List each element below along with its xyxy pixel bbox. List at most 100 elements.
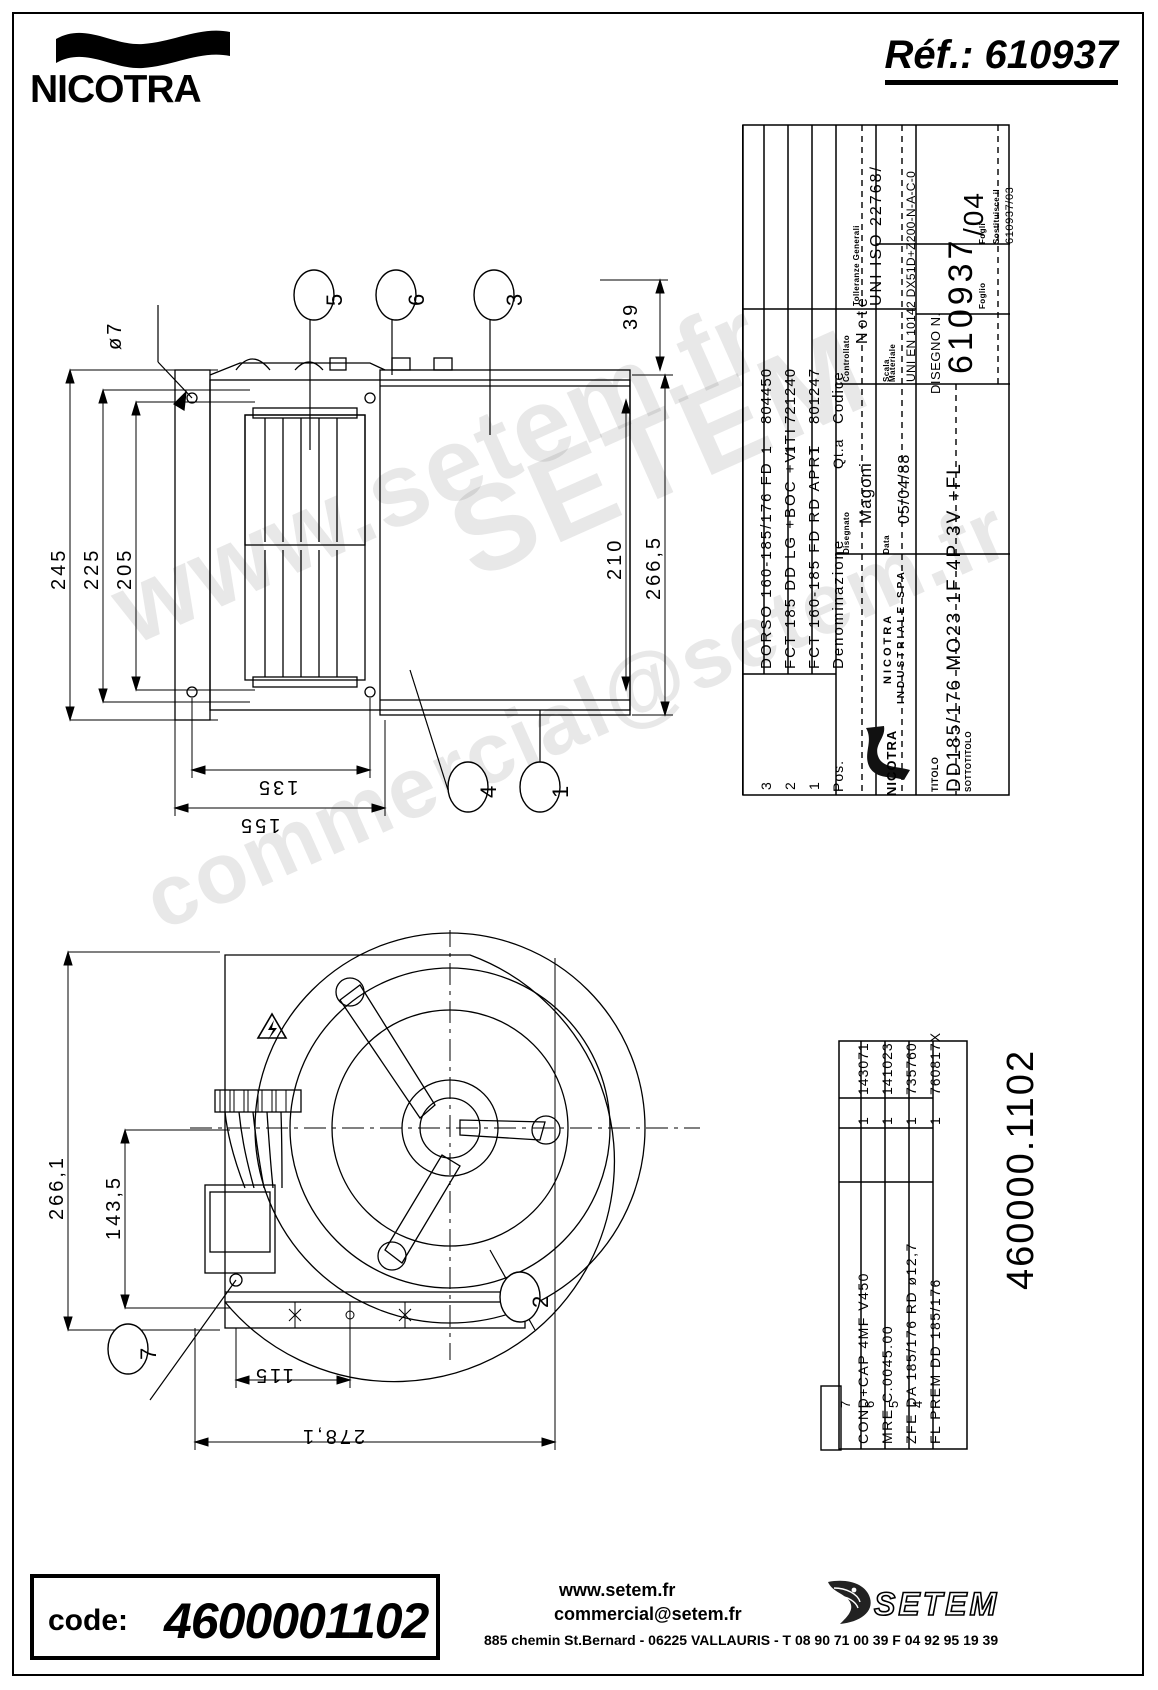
- disegnato-label: Disegnato: [842, 511, 851, 554]
- disegnato-value: Magoni: [856, 462, 875, 524]
- sottotitolo-label: SOTTOTITOLO: [964, 731, 973, 792]
- hole-diameter-note: ø7: [104, 320, 126, 350]
- balloon-3: 3: [472, 268, 527, 322]
- dimension-266-5: 266,5: [643, 534, 665, 600]
- balloon-4-label: 4: [476, 785, 501, 798]
- nicotra-wordmark: NICOTRA: [30, 68, 202, 111]
- reference-number: Réf.: 610937: [884, 33, 1118, 85]
- balloon-6: 6: [374, 268, 429, 322]
- balloon-5: 5: [292, 268, 347, 322]
- lower-row-7-codice: 143071: [855, 1042, 871, 1095]
- dimension-205: 205: [114, 547, 136, 590]
- part-row-3-qta: 1: [758, 445, 774, 454]
- lower-row-5-codice: 735760: [903, 1042, 919, 1095]
- nicotra-wave-logo-icon: [56, 28, 230, 70]
- col-header-denominazione: Denominazione: [830, 538, 847, 669]
- balloon-3-label: 3: [502, 293, 527, 306]
- balloon-7-label: 7: [136, 1347, 161, 1360]
- dimension-115: 115: [253, 1364, 294, 1386]
- code-label: code:: [48, 1604, 129, 1637]
- foglio-label: Foglio: [978, 282, 987, 309]
- balloon-2: 2: [498, 1270, 553, 1324]
- lower-row-7-denominazione: COND+CAP 4MF V450: [855, 1272, 871, 1444]
- lower-row-7-qta: 1: [855, 1117, 871, 1125]
- lower-row-4-pos: 4: [910, 1400, 925, 1408]
- part-row-1-codice: 801247: [806, 367, 823, 424]
- lower-row-7-pos: 7: [838, 1400, 853, 1408]
- dimension-266-1: 266,1: [46, 1154, 68, 1220]
- dimension-143-5: 143,5: [103, 1174, 125, 1240]
- lower-row-6-codice: 141023: [879, 1042, 895, 1095]
- lower-row-6-qta: 1: [879, 1117, 895, 1125]
- balloon-7: 7: [106, 1322, 161, 1376]
- part-row-2-qta: 1: [782, 445, 798, 454]
- part-row-2-denominazione: FCT 185 DD LG +BOC +VITI: [782, 427, 799, 669]
- sostituisce-label: Sostituisce il: [992, 189, 1001, 244]
- balloon-1-label: 1: [548, 785, 573, 798]
- dimension-245: 245: [48, 547, 70, 590]
- lower-row-6-pos: 6: [862, 1400, 877, 1408]
- balloon-1: 1: [518, 760, 573, 814]
- data-label: Data: [882, 535, 891, 554]
- code-value: 4600001102: [164, 1593, 429, 1649]
- setem-wordmark: SETEM: [873, 1585, 1000, 1623]
- col-header-pos: Pos.: [830, 759, 846, 792]
- hazard-triangle-icon: [256, 1012, 288, 1040]
- lower-row-4-denominazione: FL PREM DD 185/176: [927, 1278, 943, 1444]
- part-row-3-pos: 3: [758, 782, 774, 790]
- dimension-225: 225: [81, 547, 103, 590]
- lower-row-5-pos: 5: [886, 1400, 901, 1408]
- balloon-2-label: 2: [528, 1295, 553, 1308]
- part-row-1-pos: 1: [806, 782, 822, 790]
- lower-row-5-qta: 1: [903, 1117, 919, 1125]
- setem-bird-logo-icon: [814, 1576, 1054, 1628]
- balloon-4: 4: [446, 760, 501, 814]
- dimension-135: 135: [256, 776, 299, 798]
- sheet-border: [12, 12, 1144, 1676]
- fogli-label: Fogli: [978, 222, 987, 244]
- lower-row-5-denominazione: ZFE DA 185/176 RD ø12,7: [903, 1242, 919, 1444]
- balloon-6-label: 6: [404, 293, 429, 306]
- setem-email[interactable]: commercial@setem.fr: [554, 1604, 742, 1624]
- footer-bar: code: 4600001102 www.setem.fr commercial…: [14, 1570, 1144, 1674]
- data-value: 05/04/88: [896, 453, 913, 524]
- balloon-5-label: 5: [322, 293, 347, 306]
- col-header-qta: Qt.a: [830, 438, 846, 469]
- disegno-n-label: DISEGNO N.: [928, 312, 943, 394]
- tolleranze-label: Tolleranze Generali: [852, 225, 861, 306]
- dimension-278-1: 278,1: [300, 1425, 366, 1447]
- top-view-drawing: [40, 250, 740, 860]
- front-view-drawing: [40, 930, 740, 1490]
- setem-address: 885 chemin St.Bernard - 06225 VALLAURIS …: [484, 1632, 999, 1648]
- lower-row-4-qta: 1: [927, 1117, 943, 1125]
- tolleranze-value: UNI ISO 22768/: [868, 165, 885, 306]
- part-row-3-codice: 804450: [758, 367, 775, 424]
- nicotra-titleblock-logo-icon: [860, 724, 916, 784]
- title-block: DORSO 160-185/176 FD FCT 185 DD LG +BOC …: [742, 124, 1016, 796]
- materiale-value: UNI EN 10142 DX51D+Z200-N-A-C-0: [904, 170, 918, 382]
- materiale-label: Materiale: [888, 343, 897, 382]
- disegno-n-value: 610937: [942, 236, 980, 374]
- lower-table-pos-column: [820, 1385, 842, 1451]
- dimension-39: 39: [620, 301, 642, 330]
- company-subtitle: INDUSTRIALE SPA: [896, 569, 907, 704]
- sostituisce-value: 610937/03: [1004, 186, 1016, 244]
- titolo-label: TITOLO: [930, 756, 940, 792]
- part-row-1-denominazione: FCT 160-185 FD RD APRT: [806, 443, 823, 669]
- dimension-155: 155: [238, 814, 281, 836]
- part-row-3-denominazione: DORSO 160-185/176 FD: [758, 461, 775, 669]
- nicotra-titleblock-wordmark: NICOTRA: [884, 729, 899, 796]
- dimension-210: 210: [604, 537, 626, 580]
- lower-parts-table: COND+CAP 4MF V450 MRE C.0045.00 ZFE DA 1…: [838, 1032, 968, 1450]
- company-name: NICOTRA: [882, 612, 894, 684]
- lower-row-4-codice: 760817X: [927, 1031, 943, 1095]
- code-box: code: 4600001102: [30, 1574, 440, 1660]
- article-number: 460000.1102: [1000, 1048, 1042, 1290]
- part-row-2-codice: 721240: [782, 367, 799, 424]
- titolo-value: DD185/176 MO23 1F 4P 3V +FL: [944, 462, 965, 792]
- controllato-label: Controllato: [842, 334, 851, 382]
- part-row-2-pos: 2: [782, 782, 798, 790]
- lower-row-6-denominazione: MRE C.0045.00: [879, 1324, 895, 1444]
- setem-website[interactable]: www.setem.fr: [559, 1580, 676, 1600]
